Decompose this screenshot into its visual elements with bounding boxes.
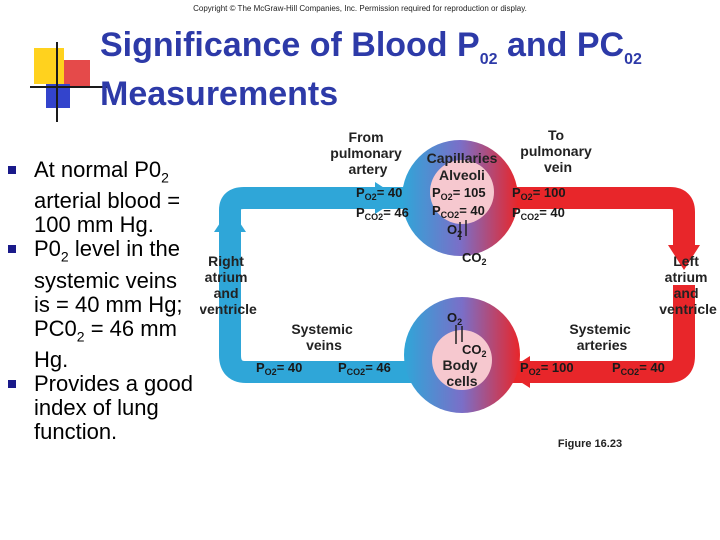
title-line1-prefix: Significance of Blood P: [100, 26, 480, 64]
alveolus: [430, 160, 494, 224]
bullet-text: level in the systemic veins is = 40 mm H…: [34, 236, 183, 341]
title-sub2: 02: [624, 50, 642, 68]
from-pulmonary-artery-label: From pulmonary artery: [330, 129, 405, 177]
copyright-notice: Copyright © The McGraw-Hill Companies, I…: [193, 4, 527, 13]
co2-label-bottom: CO2: [462, 342, 487, 359]
title-line1-middle: and PC: [497, 26, 625, 64]
sysvein-pco2-label: PCO2= 46: [338, 360, 391, 377]
arrow-head-down-right: [668, 245, 700, 270]
arrow-head-left-bottom: [505, 356, 530, 388]
blue-vessel-left: [219, 220, 430, 383]
bullet-text: Provides a good index of lung function.: [34, 371, 193, 445]
body-cells-label: Body cells: [443, 357, 482, 389]
bullet-marker: [8, 245, 16, 254]
title-line2: Measurements: [100, 74, 339, 113]
systemic-arteries-label: Systemic arteries: [569, 321, 634, 353]
to-pulmonary-vein-label: To pulmonary vein: [520, 127, 595, 175]
decorative-red-square: [64, 60, 90, 86]
bullet-marker: [8, 166, 16, 174]
vein-po2-label: PO2= 100: [512, 185, 566, 202]
bullet-sub: 2: [76, 328, 85, 345]
alveoli-pco2-label: PCO2= 40: [432, 203, 485, 220]
decorative-vertical-line: [56, 42, 58, 122]
co2-label-top: CO2: [462, 250, 487, 267]
bullet-sub: 2: [60, 248, 69, 265]
artery-pco2-label: PCO2= 46: [356, 205, 409, 222]
sysvein-po2-label: PO2= 40: [256, 360, 302, 377]
decorative-blue-square: [46, 84, 70, 108]
left-atrium-label: Left atrium and ventricle: [659, 253, 717, 317]
bullet-item: Provides a good index of lung function.: [8, 372, 198, 444]
bullet-item: P02 level in the systemic veins is = 40 …: [8, 237, 198, 372]
bullet-text: P0: [34, 236, 61, 262]
slide-title: Significance of Blood P02 and PC02 Measu…: [100, 28, 642, 111]
alveoli-label: Alveoli: [439, 167, 485, 183]
arrow-head-right-top: [375, 182, 400, 214]
figure-caption: Figure 16.23: [558, 438, 622, 450]
decorative-horizontal-line: [30, 86, 108, 88]
artery-po2-label: PO2= 40: [356, 185, 402, 202]
bullet-marker: [8, 380, 16, 389]
body-cells-circle: [432, 330, 492, 390]
bullet-item: At normal P02 arterial blood = 100 mm Hg…: [8, 158, 198, 237]
red-vessel-right: [500, 285, 695, 383]
bullet-list: At normal P02 arterial blood = 100 mm Hg…: [8, 158, 198, 444]
title-sub1: 02: [479, 50, 498, 68]
sysart-po2-label: PO2= 100: [520, 360, 574, 377]
alveoli-po2-label: PO2= 105: [432, 185, 486, 202]
bullet-text: arterial blood = 100 mm Hg.: [34, 188, 181, 238]
red-vessel-top: [500, 187, 695, 250]
sysart-pco2-label: PCO2= 40: [612, 360, 665, 377]
vein-pco2-label: PCO2= 40: [512, 205, 565, 222]
capillaries-label: Capillaries: [427, 150, 498, 166]
decorative-yellow-square: [34, 48, 64, 84]
arrow-head-up-left: [214, 208, 246, 232]
right-atrium-label: Right atrium and ventricle: [200, 253, 257, 317]
o2-label-bottom: O2: [447, 310, 462, 327]
systemic-veins-label: Systemic veins: [291, 321, 356, 353]
bullet-sub: 2: [161, 169, 169, 186]
gas-exchange-diagram: From pulmonary artery To pulmonary vein …: [200, 127, 717, 450]
bullet-text: = 46 mm Hg.: [34, 315, 177, 373]
bullet-text: At normal P0: [34, 157, 162, 182]
o2-label-top: O2: [447, 222, 462, 239]
